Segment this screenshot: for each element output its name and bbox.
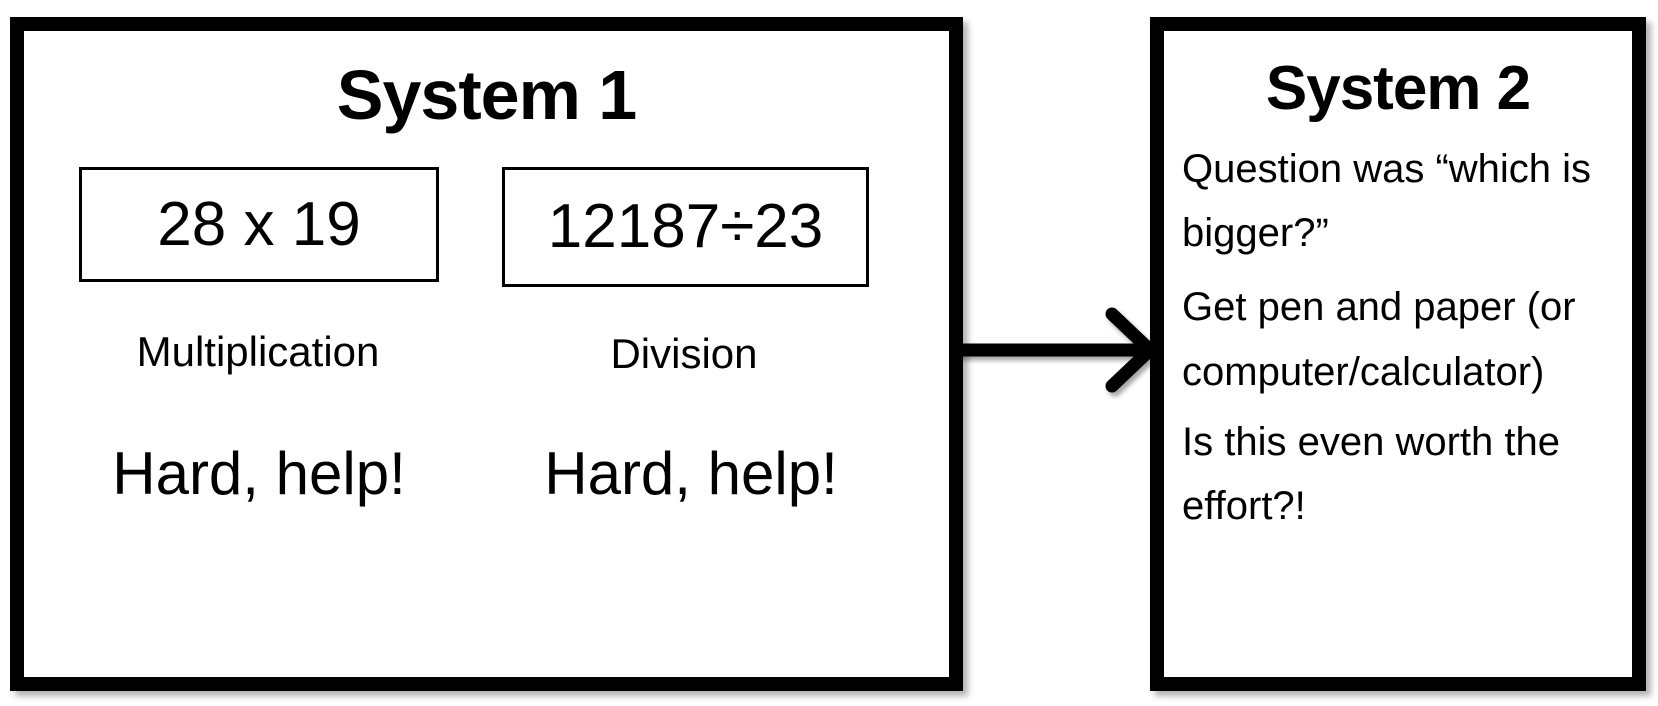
system1-panel-inner: System 1 28 x 19 12187÷23 Multiplication… — [24, 31, 949, 677]
division-note: Hard, help! — [544, 440, 838, 507]
division-expression-text: 12187÷23 — [547, 192, 824, 261]
division-label: Division — [610, 330, 758, 377]
right-arrow-icon — [952, 307, 1152, 393]
multiplication-expression-box: 28 x 19 — [79, 167, 439, 282]
system2-paragraph-question: Question was “which is bigger?” — [1182, 147, 1603, 255]
multiplication-expression-text: 28 x 19 — [157, 189, 361, 259]
system2-title: System 2 — [1265, 54, 1531, 123]
multiplication-label: Multiplication — [136, 328, 380, 375]
system2-paragraph-get-pen-and-paper: Get pen and paper (or computer/calculato… — [1182, 285, 1587, 394]
system2-panel: System 2 Question was “which is bigger?”… — [1150, 17, 1646, 691]
multiplication-note: Hard, help! — [112, 440, 406, 507]
division-expression-box: 12187÷23 — [502, 167, 869, 287]
system1-panel: System 1 28 x 19 12187÷23 Multiplication… — [10, 17, 963, 691]
system2-body: Question was “which is bigger?” Get pen … — [1182, 137, 1626, 542]
system1-title: System 1 — [336, 56, 637, 134]
system2-panel-inner: System 2 Question was “which is bigger?”… — [1164, 31, 1632, 677]
system2-paragraph-worth-the-effort: Is this even worth the effort?! — [1182, 419, 1572, 528]
